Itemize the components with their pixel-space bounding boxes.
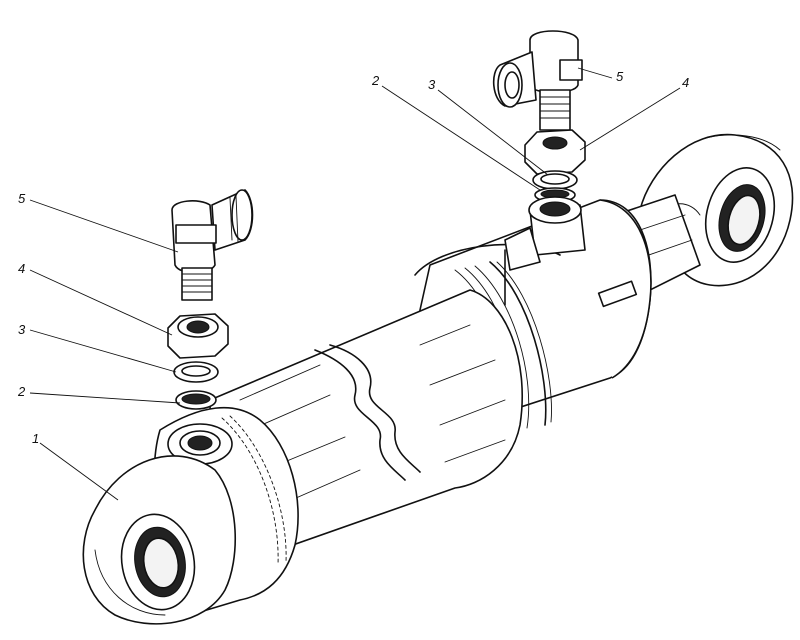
leader-lines (29, 67, 681, 501)
callout-3-right: 3 (428, 77, 436, 92)
callout-4-left: 4 (18, 261, 26, 276)
callout-2-left: 2 (18, 384, 26, 399)
callout-5-left: 5 (18, 191, 26, 206)
left-seal-2 (175, 390, 217, 410)
right-washer-3 (532, 170, 578, 190)
callout-3-left: 3 (18, 322, 26, 337)
callout-5-right: 5 (616, 69, 624, 84)
callout-4-right: 4 (682, 75, 690, 90)
left-washer-3 (173, 361, 219, 383)
right-port-boss (504, 196, 586, 271)
left-nut (167, 313, 229, 359)
left-union-fitting (171, 189, 254, 301)
callout-1: 1 (32, 431, 40, 446)
right-union-fitting (492, 30, 583, 131)
base-end-eye (82, 455, 237, 625)
right-nut (524, 129, 586, 175)
callout-2-right: 2 (372, 73, 380, 88)
